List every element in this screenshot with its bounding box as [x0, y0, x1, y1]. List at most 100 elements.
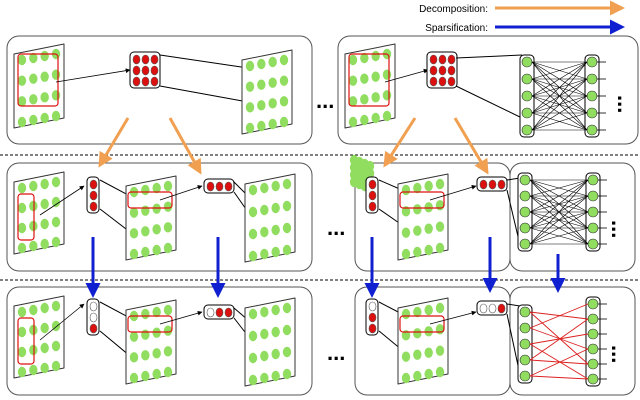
neuron-dot [248, 206, 258, 218]
fc-neuron [519, 174, 531, 186]
neuron-dot [257, 79, 266, 90]
fc-layer [519, 54, 535, 138]
neuron-dot [282, 368, 292, 380]
neuron-dot [152, 306, 161, 318]
kernel-weight [141, 65, 150, 76]
neuron-dot [348, 54, 358, 66]
neuron-dot [17, 182, 27, 194]
neuron-dot [257, 120, 266, 132]
neuron-dot [29, 240, 38, 252]
connection-line [159, 54, 249, 69]
neuron-dot [271, 202, 280, 214]
neuron-dot [360, 94, 369, 105]
connection-line [455, 85, 523, 119]
fc-ellipsis-row1: ... [613, 95, 638, 113]
neuron-dot [401, 248, 411, 260]
neuron-dot [413, 306, 422, 318]
feature-map-panel [125, 299, 177, 385]
feature-map [125, 299, 177, 385]
connection-line [99, 301, 131, 319]
kernel-weight [497, 303, 506, 314]
feature-map [349, 154, 375, 194]
sparse-fc-connection [529, 343, 589, 380]
sparse-fc-connection [529, 303, 589, 329]
neuron-dot [29, 344, 38, 356]
connection-line [99, 330, 131, 357]
neuron-dot [260, 226, 269, 238]
ellipsis-row3: ... [327, 340, 345, 365]
neuron-dot [348, 116, 358, 128]
neuron-dot [40, 198, 49, 210]
neuron-dot [248, 374, 258, 386]
neuron-dot [248, 184, 258, 196]
feature-map [241, 49, 293, 135]
neuron-dot [371, 112, 380, 124]
neuron-dot [371, 92, 380, 103]
fc-connection [531, 95, 588, 131]
neuron-dot [248, 352, 258, 364]
feature-map [13, 43, 65, 129]
neuron-dot [401, 351, 411, 362]
feature-map [397, 297, 449, 385]
sparse-fc-connection [529, 318, 589, 361]
connection-line [159, 310, 203, 325]
neuron-dot [413, 246, 422, 258]
feature-map [13, 171, 65, 255]
neuron-dot [348, 75, 358, 86]
neuron-dot [163, 346, 173, 357]
neuron-dot [349, 154, 359, 166]
neuron-dot [268, 118, 277, 130]
neuron-dot [163, 325, 173, 336]
neuron-dot [257, 100, 266, 111]
fc-ellipsis-row2b: ... [607, 220, 632, 238]
decomposition-arrow [453, 117, 489, 175]
neuron-dot [401, 227, 411, 238]
neuron-dot [435, 302, 445, 314]
neuron-dot [279, 54, 289, 66]
kernel-weight [429, 54, 438, 65]
connection-line [384, 68, 429, 83]
feature-map-panel [344, 43, 396, 129]
neuron-dot [271, 304, 280, 316]
neuron-dot [152, 244, 161, 256]
kernel-weight [150, 65, 159, 76]
kernel-weight [368, 323, 377, 334]
kernel-weight [368, 201, 377, 212]
fc-connection [529, 179, 589, 229]
fc-neuron [586, 56, 598, 68]
fc-connection [531, 61, 588, 80]
neuron-dot [163, 366, 173, 378]
legend-sparsification-label: Sparsification: [425, 23, 488, 34]
neuron-dot [245, 102, 255, 113]
neuron-dot [29, 304, 38, 316]
neuron-dot [413, 328, 422, 339]
kernel-weight [206, 181, 215, 192]
neuron-dot [163, 201, 173, 212]
neuron-dot [17, 242, 27, 254]
neuron-dot [129, 372, 139, 384]
row3-left-container [6, 286, 313, 396]
fc-layer [584, 54, 600, 138]
decomposed-kernel-vertical [86, 176, 100, 214]
neuron-dot [424, 326, 433, 337]
kernel-weight [89, 179, 98, 190]
neuron-dot [413, 182, 422, 194]
kernel-weight [215, 181, 224, 192]
row2-left-container [6, 162, 313, 272]
full-kernel [129, 51, 161, 89]
neuron-dot [279, 116, 289, 128]
connection-line [159, 85, 249, 103]
neuron-dot [141, 205, 150, 216]
neuron-dot [401, 206, 411, 217]
neuron-dot [279, 96, 289, 107]
neuron-dot [17, 54, 27, 66]
neuron-dot [29, 52, 38, 64]
neuron-dot [29, 114, 38, 126]
fc-neuron [587, 373, 599, 385]
feature-map [125, 175, 177, 261]
sparse-fc-connection [529, 348, 589, 377]
fc-ellipsis-row3: ... [607, 345, 632, 363]
neuron-dot [51, 69, 61, 80]
neuron-dot [40, 238, 49, 250]
neuron-dot [152, 224, 161, 235]
